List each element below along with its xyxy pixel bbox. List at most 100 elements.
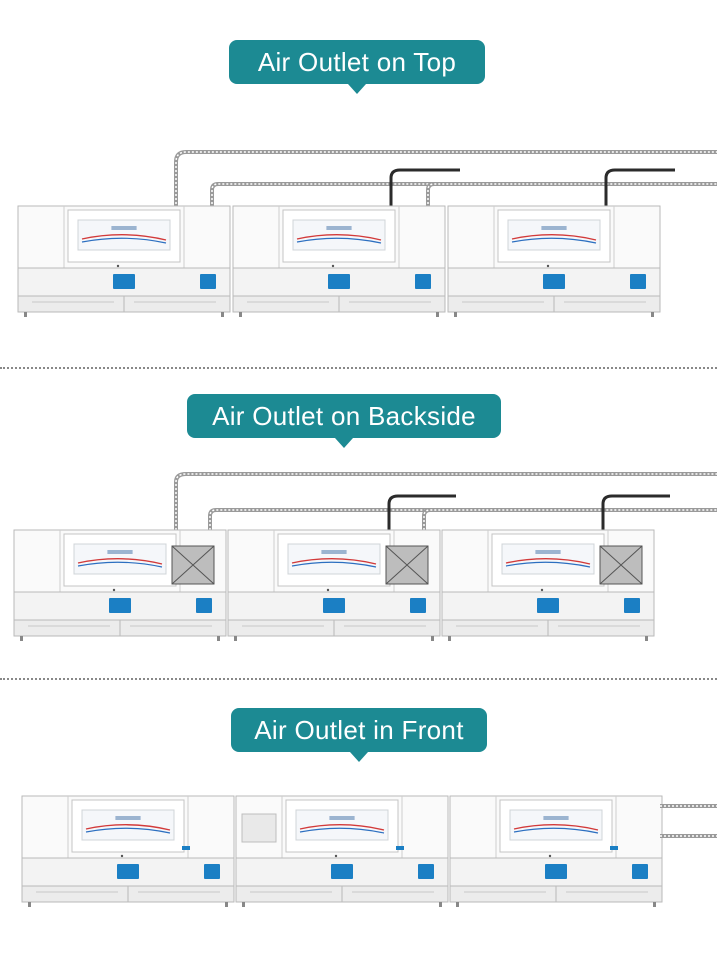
foot	[456, 902, 459, 907]
foot	[454, 312, 457, 317]
indicator-dot	[546, 264, 550, 268]
cabinet-unit	[447, 205, 661, 317]
foot	[20, 636, 23, 641]
display-swoosh-blue	[291, 561, 377, 568]
display-swoosh-red	[77, 558, 163, 565]
indicator-dot	[548, 854, 552, 858]
display-swoosh-red	[513, 824, 599, 831]
cabinet-unit	[17, 205, 231, 317]
section-label-backside: Air Outlet on Backside	[187, 394, 501, 448]
indicator-dot	[326, 588, 330, 592]
display-swoosh-blue	[299, 827, 385, 834]
duct-elbow	[601, 494, 670, 546]
control-panel-small	[196, 598, 212, 613]
indicator-dot	[331, 264, 335, 268]
diagram-top-svg	[17, 150, 717, 317]
section-divider	[0, 367, 717, 369]
display-swoosh-blue	[77, 561, 163, 568]
display-panel	[509, 809, 603, 841]
status-indicator	[396, 846, 404, 850]
display-swoosh-red	[81, 234, 167, 241]
control-panel-small	[418, 864, 434, 879]
foot	[225, 902, 228, 907]
control-panel	[109, 598, 131, 613]
duct-pipe-upper	[426, 182, 717, 208]
foot	[24, 312, 27, 317]
display-swoosh-red	[291, 558, 377, 565]
duct-pipe-upper	[422, 508, 717, 546]
indicator-dot	[116, 264, 120, 268]
control-panel	[543, 274, 565, 289]
duct-pipe-main-highlight	[175, 151, 717, 208]
foot	[653, 902, 656, 907]
control-panel-small	[624, 598, 640, 613]
display-swoosh-blue	[81, 237, 167, 244]
diagram-front-svg	[21, 795, 717, 907]
control-panel-small	[410, 598, 426, 613]
duct-elbow	[604, 168, 675, 208]
cabinet-lower	[227, 591, 441, 621]
indicator-dot	[120, 854, 124, 858]
foot	[436, 312, 439, 317]
fan-box-cross	[385, 545, 429, 585]
duct-pipe-upper	[210, 182, 717, 208]
display-swoosh-red	[511, 234, 597, 241]
status-indicator	[610, 846, 618, 850]
foot	[651, 312, 654, 317]
control-panel	[328, 274, 350, 289]
control-panel	[323, 598, 345, 613]
display-logo	[115, 816, 141, 820]
fan-box-cross	[171, 545, 215, 585]
display-logo	[326, 226, 352, 230]
display-logo	[541, 226, 567, 230]
control-panel	[545, 864, 567, 879]
cabinet-unit	[232, 205, 446, 317]
control-panel-small	[200, 274, 216, 289]
section-label-top: Air Outlet on Top	[229, 40, 485, 94]
indicator-dot	[334, 854, 338, 858]
display-swoosh-blue	[296, 237, 382, 244]
display-logo	[329, 816, 355, 820]
foot	[439, 902, 442, 907]
diagram-top	[0, 150, 717, 330]
control-panel-small	[632, 864, 648, 879]
section-label-front: Air Outlet in Front	[231, 708, 487, 762]
foot	[242, 902, 245, 907]
duct-pipe-main-highlight	[175, 473, 717, 546]
display-swoosh-red	[85, 824, 171, 831]
cabinet-unit	[21, 795, 235, 907]
control-panel	[117, 864, 139, 879]
control-panel-small	[415, 274, 431, 289]
display-swoosh-blue	[85, 827, 171, 834]
diagram-front	[0, 784, 717, 914]
control-panel-small	[204, 864, 220, 879]
duct-pipe-upper-highlight	[211, 183, 717, 208]
display-swoosh-red	[505, 558, 591, 565]
display-swoosh-blue	[511, 237, 597, 244]
cabinet-unit	[235, 795, 449, 907]
foot	[448, 636, 451, 641]
foot	[431, 636, 434, 641]
duct-pipe-upper-highlight	[427, 183, 717, 208]
indicator-dot	[540, 588, 544, 592]
diagram-backside-svg	[13, 472, 717, 641]
display-logo	[321, 550, 347, 554]
display-logo	[111, 226, 137, 230]
duct-pipe-upper	[208, 508, 717, 546]
duct-elbow	[389, 168, 460, 208]
display-logo	[535, 550, 561, 554]
cabinet-unit	[449, 795, 663, 907]
control-panel	[537, 598, 559, 613]
foot	[28, 902, 31, 907]
duct-pipe-main	[174, 150, 717, 208]
foot	[239, 312, 242, 317]
foot	[217, 636, 220, 641]
front-vent-panel	[241, 813, 277, 843]
duct-elbow	[387, 494, 456, 546]
foot	[221, 312, 224, 317]
fan-box-cross	[599, 545, 643, 585]
control-panel	[331, 864, 353, 879]
display-swoosh-blue	[505, 561, 591, 568]
section-divider	[0, 678, 717, 680]
diagram-backside	[0, 468, 717, 648]
